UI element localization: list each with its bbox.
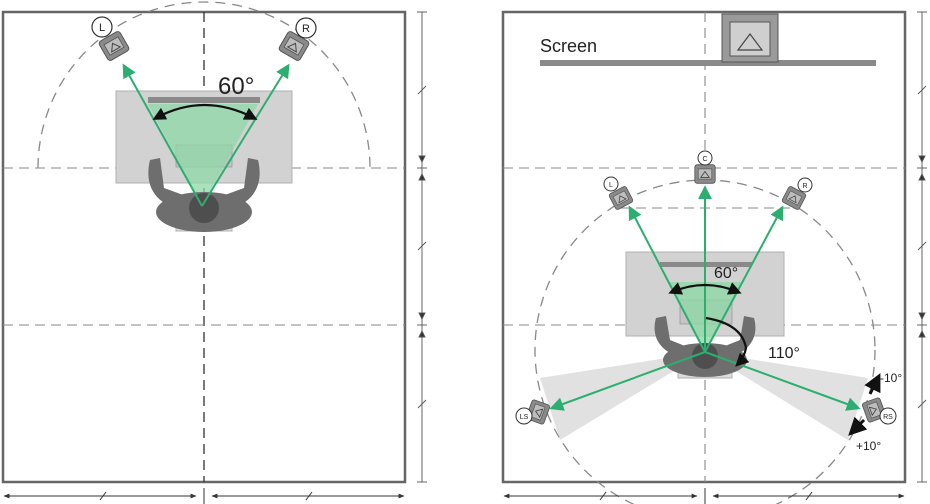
left-listener (148, 158, 260, 232)
right-vertical-dimension (917, 11, 927, 483)
speaker-C-label: C (702, 156, 707, 163)
speaker-R-badge (797, 177, 813, 193)
left-arrow-to-L (122, 63, 203, 207)
left-speaker-R-label: R (302, 23, 310, 35)
left-arrow-to-R (201, 63, 290, 207)
right-front-angle-arc (668, 282, 742, 295)
LS-spread-cone (540, 352, 705, 440)
left-speaker-L-label: L (99, 22, 105, 34)
left-listening-arc (37, 1, 371, 169)
arrow-to-LS (549, 351, 706, 411)
right-surround-diagram: Screen 60° 110° (501, 10, 927, 504)
speaker-L-label: L (609, 182, 613, 189)
left-listening-cone (148, 104, 258, 206)
screen-bar (540, 60, 876, 66)
tolerance-plus-label: +10° (856, 439, 881, 453)
speaker-R-label: R (802, 183, 807, 190)
left-stereo-diagram: 60° L R (1, 1, 427, 504)
surround-angle-label: 110° (768, 345, 800, 362)
speaker-C (694, 164, 716, 184)
arrow-to-L (628, 205, 706, 353)
speaker-L-badge (603, 176, 619, 192)
speaker-RS-badge (879, 407, 897, 425)
right-front-angle-label: 60° (714, 265, 738, 282)
screen-label: Screen (540, 36, 597, 56)
arrow-to-R (704, 205, 784, 353)
left-angle-label: 60° (218, 73, 254, 100)
speaker-LS-badge (515, 407, 533, 425)
screen-wall-speaker (721, 13, 779, 63)
right-listener (654, 316, 756, 377)
left-angle-arc (152, 104, 258, 120)
tolerance-minus-label: -10° (880, 371, 902, 385)
left-horizontal-dimension (3, 488, 405, 504)
left-monitor (148, 97, 260, 103)
right-room-outline (501, 10, 907, 484)
RS-spread-cone (705, 352, 868, 440)
tolerance-minus-arrow (864, 373, 881, 395)
left-vertical-dimension (417, 11, 427, 483)
left-speaker-L-badge (91, 16, 113, 38)
speaker-LS-label: LS (520, 414, 529, 421)
surround-angle-arc (705, 316, 750, 367)
tolerance-plus-arrow (848, 416, 868, 436)
speaker-C-badge (697, 150, 713, 166)
arrow-to-RS (704, 351, 861, 411)
speaker-RS-label: RS (883, 414, 893, 421)
right-horizontal-dimension (503, 488, 905, 504)
left-speaker-R-badge (295, 17, 317, 39)
